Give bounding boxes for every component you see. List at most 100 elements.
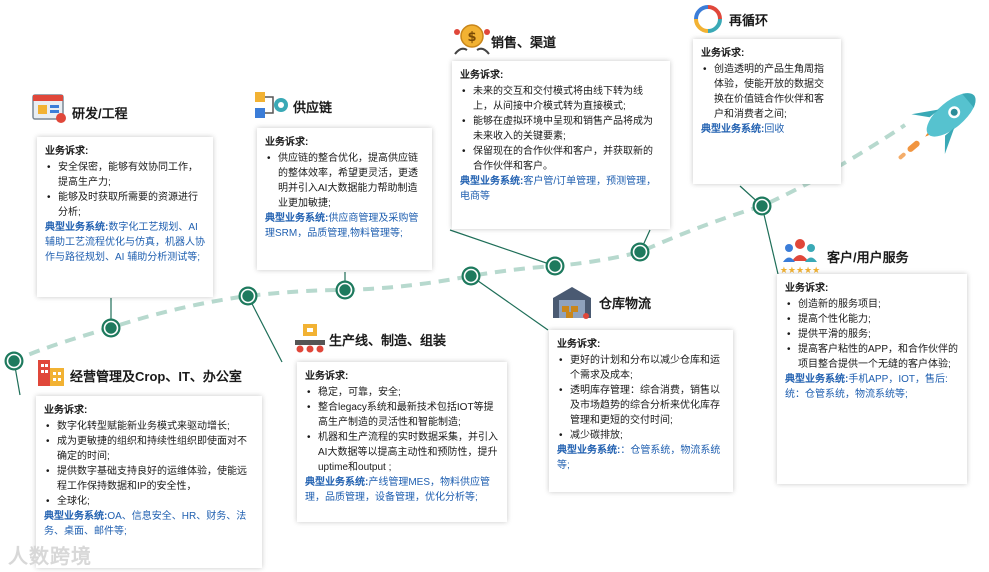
supply-chain-icon	[255, 92, 288, 118]
production-line-icon	[295, 324, 325, 353]
node-connectors	[13, 185, 779, 396]
requirements-label: 业务诉求:	[557, 339, 601, 350]
requirement-item: 提高个性化能力;	[785, 312, 959, 327]
requirements-list: 创造透明的产品生角周指体验，使能开放的数据交换在价值链合作伙伴和客户和消费者之间…	[701, 62, 833, 122]
requirements-list: 安全保密，能够有效协同工作，提高生产力;能够及时获取所需要的资源进行分析;	[45, 160, 205, 220]
typical-systems-text: OA、信息安全、HR、财务、法务、桌面、邮件等;	[44, 511, 247, 537]
requirement-item: 创造透明的产品生角周指体验，使能开放的数据交换在价值链合作伙伴和客户和消费者之间…	[701, 62, 833, 122]
requirement-item: 能够在虚拟环境中呈现和销售产品将成为未来收入的关键要素;	[460, 114, 662, 144]
card-rnd: 业务诉求: 安全保密，能够有效协同工作，提高生产力;能够及时获取所需要的资源进行分…	[37, 137, 213, 297]
requirement-item: 稳定，可靠，安全;	[305, 385, 499, 400]
typical-systems: 典型业务系统:OA、信息安全、HR、财务、法务、桌面、邮件等;	[44, 509, 254, 539]
title-admin: 经营管理及Crop、IT、办公室	[70, 369, 242, 384]
requirements-label: 业务诉求:	[460, 70, 504, 81]
milestone-node	[101, 318, 121, 338]
title-supply: 供应链	[293, 100, 333, 115]
rocket-icon	[898, 93, 976, 160]
svg-text:★★★★★: ★★★★★	[780, 266, 820, 275]
typical-systems: 典型业务系统:数字化工艺规划、AI辅助工艺流程优化与仿真，机器人协作与路径规划、…	[45, 220, 205, 265]
card-warehouse: 业务诉求: 更好的计划和分布以减少仓库和运个需求及成本;透明库存管理：综合消费，销…	[549, 330, 733, 492]
milestone-node	[752, 196, 772, 216]
requirement-item: 安全保密，能够有效协同工作，提高生产力;	[45, 160, 205, 190]
title-warehouse: 仓库物流	[599, 296, 652, 311]
title-rnd: 研发/工程	[72, 106, 128, 121]
requirements-list: 创造新的服务项目;提高个性化能力;提供平滑的服务;提高客户粘性的APP，和合作伙…	[785, 297, 959, 372]
requirements-list: 更好的计划和分布以减少仓库和运个需求及成本;透明库存管理：综合消费，销售以及市场…	[557, 353, 725, 443]
milestone-node	[545, 256, 565, 276]
typical-systems-text: 数字化工艺规划、AI辅助工艺流程优化与仿真，机器人协作与路径规划、AI 辅助分析…	[45, 222, 205, 263]
requirement-item: 减少碳排放;	[557, 428, 725, 443]
connector-line	[449, 229, 556, 267]
sales-icon: $	[454, 24, 490, 55]
typical-systems-text: 供应商管理及采购管理SRM，品质管理,物料管理等;	[265, 213, 419, 239]
card-supply: 业务诉求: 供应链的整合优化，提高供应链的整体效率，希望更灵活，更透明并引入AI大…	[257, 128, 432, 270]
office-building-icon	[38, 360, 64, 386]
milestone-node	[461, 266, 481, 286]
recycle-icon	[694, 5, 722, 33]
requirements-label: 业务诉求:	[701, 48, 745, 59]
requirements-label: 业务诉求:	[305, 371, 349, 382]
typical-systems: 典型业务系统:回收	[701, 122, 833, 137]
typical-systems-label: 典型业务系统:	[460, 176, 524, 187]
requirement-item: 提高客户粘性的APP，和合作伙伴的项目整合提供一个无缝的客户体验;	[785, 342, 959, 372]
requirements-label: 业务诉求:	[45, 146, 89, 157]
typical-systems-label: 典型业务系统:	[701, 124, 765, 135]
requirement-item: 未来的交互和交付模式将由线下转为线上，从间接中介模式转为直接模式;	[460, 84, 662, 114]
milestone-node	[238, 286, 258, 306]
requirement-item: 整合legacy系统和最新技术包括IOT等提高生产制造的灵活性和智能制造;	[305, 400, 499, 430]
svg-text:$: $	[467, 30, 476, 45]
customer-service-icon: ★★★★★	[780, 239, 820, 275]
connector-line	[247, 295, 283, 363]
requirements-label: 业务诉求:	[44, 405, 88, 416]
typical-systems-label: 典型业务系统:	[785, 374, 849, 385]
typical-systems-label: 典型业务系统:	[305, 477, 369, 488]
requirements-list: 未来的交互和交付模式将由线下转为线上，从间接中介模式转为直接模式;能够在虚拟环境…	[460, 84, 662, 174]
requirements-list: 数字化转型赋能新业务模式来驱动增长;成为更敏捷的组织和持续性组织即使面对不确定的…	[44, 419, 254, 509]
typical-systems-label: 典型业务系统:	[557, 445, 621, 456]
requirement-item: 全球化;	[44, 494, 254, 509]
typical-systems: 典型业务系统:供应商管理及采购管理SRM，品质管理,物料管理等;	[265, 211, 424, 241]
engineering-icon	[32, 94, 66, 123]
milestone-nodes	[4, 196, 772, 371]
requirement-item: 能够及时获取所需要的资源进行分析;	[45, 190, 205, 220]
typical-systems: 典型业务系统:客户管/订单管理，预测管理，电商等	[460, 174, 662, 204]
typical-systems-text: 产线管理MES，物料供应管理，品质管理，设备管理，优化分析等;	[305, 477, 491, 503]
connector-line	[470, 275, 549, 331]
typical-systems-label: 典型业务系统:	[265, 213, 329, 224]
requirements-list: 供应链的整合优化，提高供应链的整体效率，希望更灵活，更透明并引入AI大数据能力帮…	[265, 151, 424, 211]
watermark-text: 人数跨境	[8, 546, 92, 568]
requirements-list: 稳定，可靠，安全;整合legacy系统和最新技术包括IOT等提高生产制造的灵活性…	[305, 385, 499, 475]
milestone-node	[335, 280, 355, 300]
typical-systems-text: 手机APP，IOT，售后:统：仓管系统，物流系统等;	[785, 374, 948, 400]
typical-systems: 典型业务系统:：仓管系统，物流系统等;	[557, 443, 725, 473]
requirement-item: 更好的计划和分布以减少仓库和运个需求及成本;	[557, 353, 725, 383]
title-sales: 销售、渠道	[491, 35, 557, 50]
typical-systems-text: ：仓管系统，物流系统等;	[557, 445, 721, 471]
card-recycle: 业务诉求: 创造透明的产品生角周指体验，使能开放的数据交换在价值链合作伙伴和客户和…	[693, 39, 841, 184]
requirements-label: 业务诉求:	[265, 137, 309, 148]
typical-systems-label: 典型业务系统:	[45, 222, 109, 233]
warehouse-icon	[553, 287, 591, 319]
title-recycle: 再循环	[729, 13, 769, 28]
requirement-item: 供应链的整合优化，提高供应链的整体效率，希望更灵活，更透明并引入AI大数据能力帮…	[265, 151, 424, 211]
requirement-item: 提供平滑的服务;	[785, 327, 959, 342]
title-production: 生产线、制造、组装	[329, 333, 447, 348]
title-customer: 客户/用户服务	[827, 250, 909, 265]
connector-line	[761, 205, 779, 275]
typical-systems-label: 典型业务系统:	[44, 511, 108, 522]
card-admin: 业务诉求: 数字化转型赋能新业务模式来驱动增长;成为更敏捷的组织和持续性组织即使面…	[36, 396, 262, 568]
requirements-label: 业务诉求:	[785, 283, 829, 294]
requirement-item: 数字化转型赋能新业务模式来驱动增长;	[44, 419, 254, 434]
typical-systems-text: 回收	[764, 124, 785, 135]
requirement-item: 透明库存管理：综合消费，销售以及市场趋势的综合分析来优化库存管理和更短的交付时间…	[557, 383, 725, 428]
typical-systems: 典型业务系统:手机APP，IOT，售后:统：仓管系统，物流系统等;	[785, 372, 959, 402]
requirement-item: 成为更敏捷的组织和持续性组织即使面对不确定的时间;	[44, 434, 254, 464]
typical-systems: 典型业务系统:产线管理MES，物料供应管理，品质管理，设备管理，优化分析等;	[305, 475, 499, 505]
requirement-item: 机器和生产流程的实时数据采集，并引入AI大数据等以提高主动性和预防性，提升upt…	[305, 430, 499, 475]
requirement-item: 提供数字基础支持良好的运维体验，使能远程工作保持数据和IP的安全性，	[44, 464, 254, 494]
card-sales: 业务诉求: 未来的交互和交付模式将由线下转为线上，从间接中介模式转为直接模式;能够…	[452, 61, 670, 229]
requirement-item: 保留现在的合作伙伴和客户，并获取新的合作伙伴和客户。	[460, 144, 662, 174]
card-production: 业务诉求: 稳定，可靠，安全;整合legacy系统和最新技术包括IOT等提高生产制…	[297, 362, 507, 522]
typical-systems-text: 客户管/订单管理，预测管理，电商等	[460, 176, 657, 202]
